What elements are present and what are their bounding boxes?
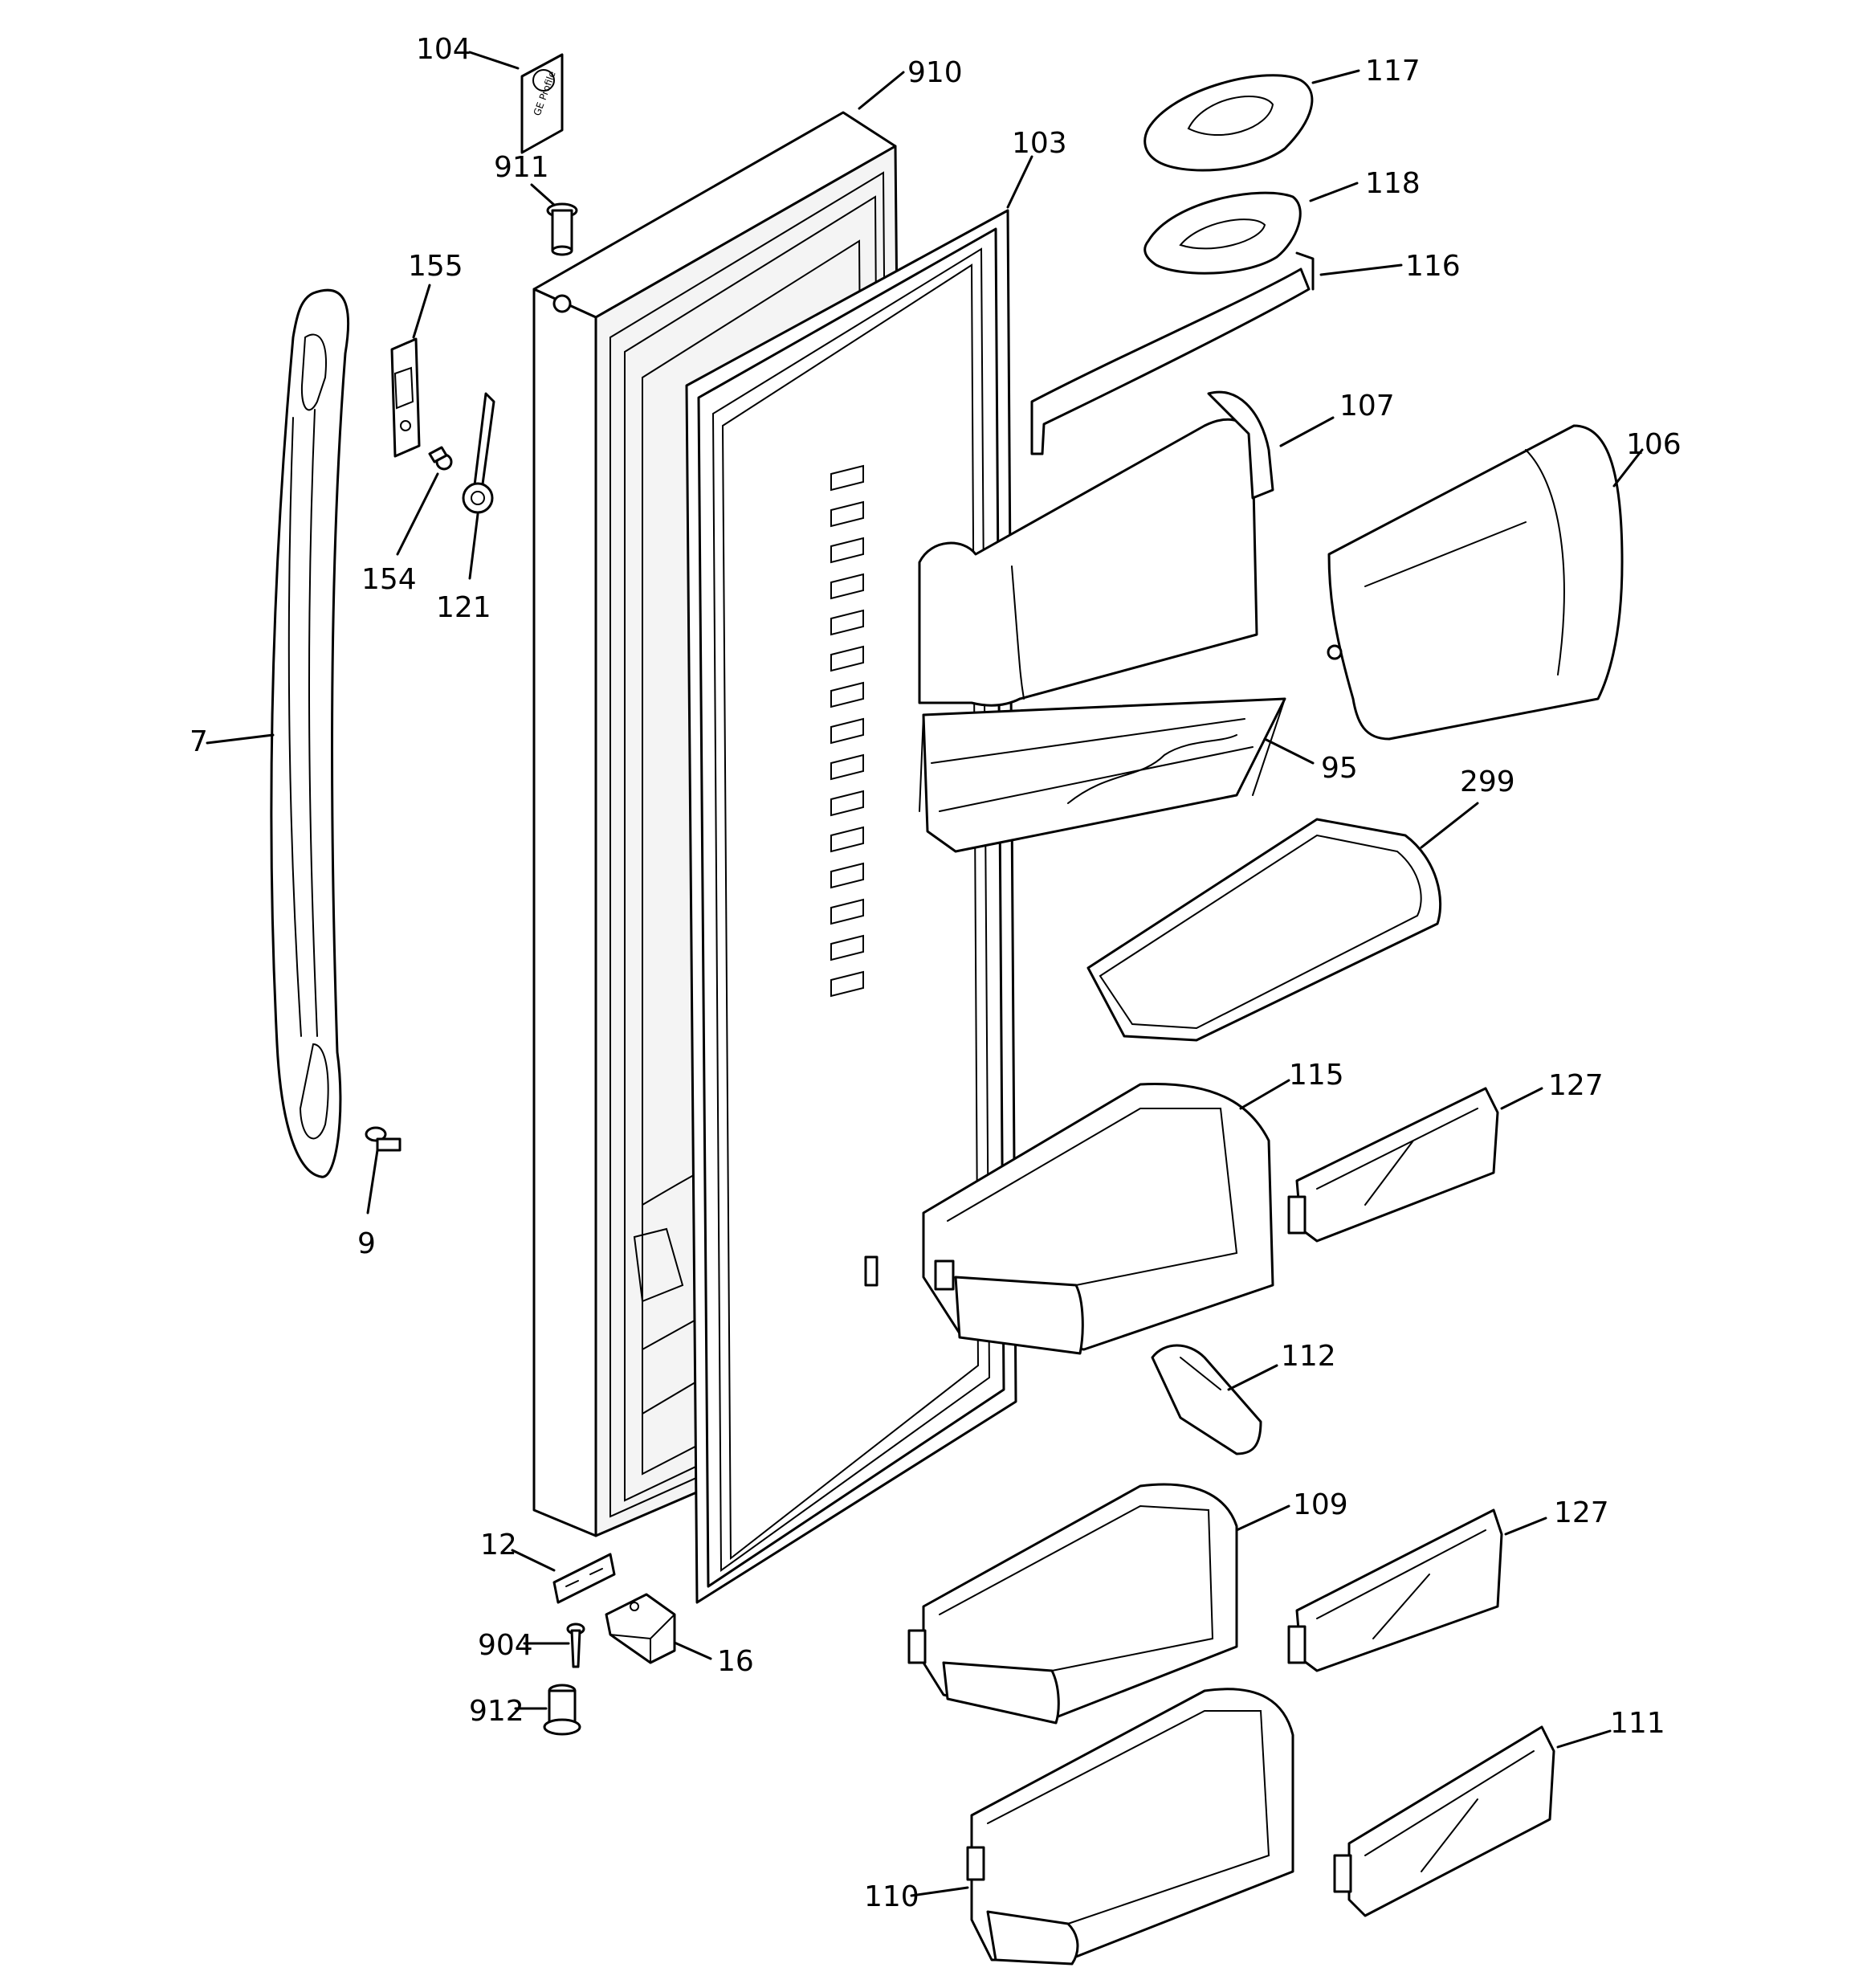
label-912: 912	[469, 1695, 524, 1728]
top-bushing	[546, 202, 578, 256]
handle-screw	[365, 1126, 402, 1152]
handle-mount-bracket	[390, 337, 421, 458]
wire-bottle-rack	[919, 697, 1286, 853]
door-bin-110	[966, 1688, 1294, 1966]
bin-trim-bar	[1030, 251, 1315, 455]
label-117: 117	[1365, 55, 1421, 88]
bin-insert-111	[1333, 1725, 1555, 1917]
bin-insert-127-upper	[1287, 1087, 1499, 1243]
bin-insert-127-lower	[1287, 1508, 1503, 1672]
dispenser-cover	[1143, 74, 1314, 172]
label-103: 103	[1012, 127, 1067, 160]
callout-labels: 104 910 103 911 155 154 121 7 9 117 118 …	[190, 33, 1682, 1913]
door-handle	[270, 288, 350, 1178]
label-95: 95	[1321, 752, 1358, 785]
shelf-rail-clips	[830, 464, 879, 1287]
leader-lines	[206, 51, 1644, 1897]
label-127-lower: 127	[1554, 1496, 1609, 1529]
dispenser-tray	[1143, 191, 1302, 275]
label-911: 911	[494, 151, 549, 184]
dairy-door	[1327, 424, 1624, 741]
label-107: 107	[1339, 390, 1395, 423]
label-106: 106	[1626, 428, 1682, 461]
label-127-upper: 127	[1548, 1069, 1604, 1102]
label-111: 111	[1610, 1707, 1665, 1740]
mounting-screw	[428, 446, 453, 471]
handle-wrench-tool	[462, 392, 495, 514]
hinge-plate-12	[552, 1553, 616, 1604]
label-110: 110	[864, 1880, 919, 1913]
label-7: 7	[190, 725, 208, 758]
hinge-bracket-16	[605, 1593, 676, 1664]
door-bin-115	[922, 1083, 1274, 1355]
label-154: 154	[361, 563, 417, 596]
label-155: 155	[408, 250, 463, 283]
shelf-299	[1086, 818, 1442, 1042]
label-115: 115	[1289, 1059, 1344, 1092]
door-bin-109	[907, 1483, 1238, 1725]
label-104: 104	[416, 33, 471, 66]
bin-divider-112	[1151, 1344, 1262, 1455]
dairy-compartment	[918, 390, 1274, 707]
label-112: 112	[1281, 1340, 1336, 1373]
label-118: 118	[1365, 167, 1421, 200]
bushing-912	[543, 1684, 581, 1736]
screw-904	[566, 1623, 585, 1668]
label-116: 116	[1405, 250, 1461, 283]
label-121: 121	[436, 591, 491, 624]
label-12: 12	[480, 1529, 517, 1561]
label-910: 910	[907, 56, 963, 89]
label-9: 9	[357, 1227, 376, 1260]
label-299: 299	[1460, 765, 1515, 798]
door-gasket	[685, 209, 1017, 1604]
label-904: 904	[478, 1629, 533, 1662]
ge-profile-badge: GE Profile	[520, 53, 564, 154]
label-109: 109	[1293, 1488, 1348, 1521]
label-16: 16	[717, 1645, 754, 1678]
